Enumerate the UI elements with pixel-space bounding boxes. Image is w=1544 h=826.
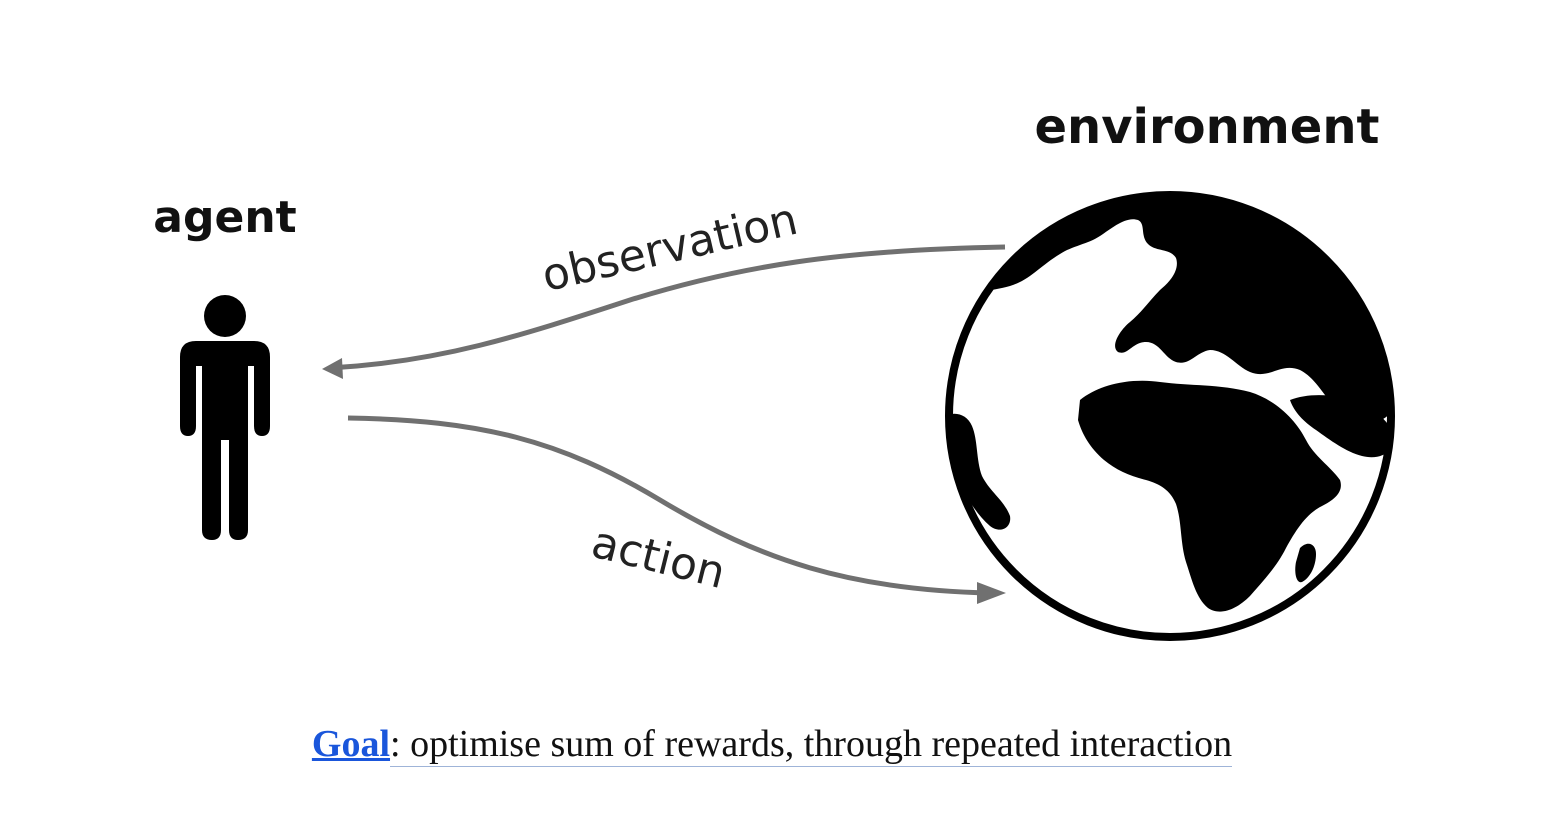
caption-line: Goal: optimise sum of rewards, through r… [311, 722, 1233, 767]
caption: Goal: optimise sum of rewards, through r… [0, 722, 1544, 767]
goal-link[interactable]: Goal [311, 723, 391, 765]
action-arrowhead [977, 582, 1006, 604]
observation-arrow [328, 244, 1006, 373]
observation-label: observation [537, 194, 802, 302]
person-icon [180, 295, 270, 540]
action-arrow [347, 415, 991, 596]
agent-label: agent [153, 192, 296, 243]
caption-text: : optimise sum of rewards, through repea… [390, 723, 1233, 767]
globe-icon [945, 191, 1395, 641]
observation-arrowhead [322, 358, 343, 379]
environment-label: environment [1035, 99, 1380, 155]
